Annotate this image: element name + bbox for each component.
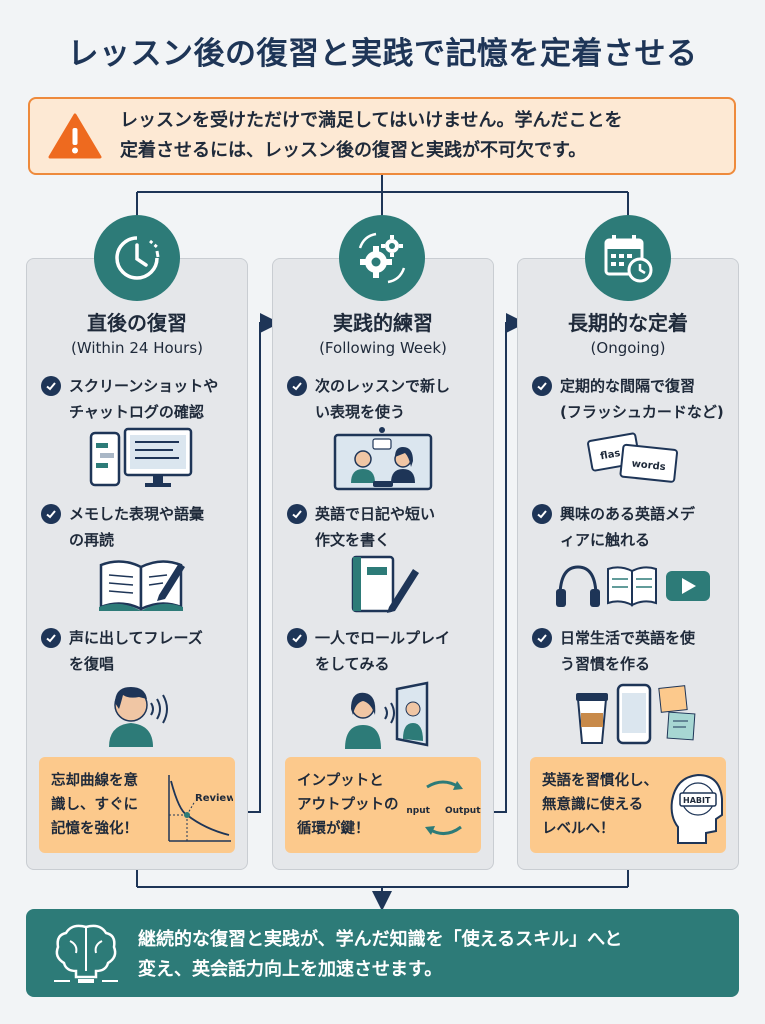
list-item: 日常生活で英語を使う習慣を作る bbox=[532, 625, 732, 677]
column-subtitle: (Following Week) bbox=[319, 339, 447, 357]
notebook-pencil-icon bbox=[351, 555, 419, 613]
note-habit: 英語を習慣化し、 無意識に使える レベルへ！ HABIT bbox=[530, 757, 726, 853]
column-title: 直後の復習 bbox=[87, 311, 187, 335]
warning-triangle-icon bbox=[30, 112, 120, 160]
coffee-cup-icon bbox=[576, 693, 608, 744]
calendar-clock-icon bbox=[585, 215, 671, 301]
list-item: 一人でロールプレイをしてみる bbox=[287, 625, 487, 677]
cycle-label-input: Input bbox=[407, 806, 431, 816]
check-icon bbox=[41, 504, 61, 524]
brain-lightbulb-icon bbox=[54, 924, 118, 983]
smartphone-icon bbox=[616, 683, 652, 745]
warning-box: レッスンを受けただけで満足してはいけません。学んだことを 定着させるには、レッス… bbox=[28, 97, 736, 175]
warning-line-1: レッスンを受けただけで満足してはいけません。学んだことを bbox=[120, 110, 623, 131]
warning-text: レッスンを受けただけで満足してはいけません。学んだことを 定着させるには、レッス… bbox=[120, 106, 623, 166]
list-item: 次のレッスンで新しい表現を使う bbox=[287, 373, 487, 425]
flashcard-word-1: flas bbox=[600, 448, 622, 462]
note-input-output: インプットと アウトプットの 循環が鍵！ Input Output bbox=[285, 757, 481, 853]
clock-icon bbox=[94, 215, 180, 301]
daily-items-icon bbox=[576, 683, 696, 745]
list-item: 英語で日記や短い作文を書く bbox=[287, 501, 487, 553]
list-item: 興味のある英語メディアに触れる bbox=[532, 501, 732, 553]
note-forgetting-curve: 忘却曲線を意 識し、すぐに 記憶を強化！ Review bbox=[39, 757, 235, 853]
check-icon bbox=[532, 376, 552, 396]
page-title: レッスン後の復習と実践で記憶を定着させる bbox=[67, 36, 698, 72]
flashcards-icon: flas words bbox=[587, 432, 679, 483]
column-immediate-review: 直後の復習 (Within 24 Hours) スクリーンショットやチャットログ… bbox=[26, 258, 248, 870]
column-subtitle: (Ongoing) bbox=[590, 339, 666, 357]
column-practical-practice: 実践的練習 (Following Week) 次のレッスンで新しい表現を使う 英… bbox=[272, 258, 494, 870]
check-icon bbox=[532, 628, 552, 648]
mirror-roleplay-icon bbox=[345, 681, 429, 749]
video-call-icon bbox=[333, 427, 433, 491]
check-icon bbox=[41, 376, 61, 396]
check-icon bbox=[41, 628, 61, 648]
graph-label-review: Review bbox=[195, 793, 233, 804]
banner-line-1: 継続的な復習と実践が、学んだ知識を「使えるスキル」へと bbox=[138, 929, 623, 950]
cycle-label-output: Output bbox=[445, 806, 481, 816]
list-item: メモした表現や語彙の再読 bbox=[41, 501, 241, 553]
summary-banner: 継続的な復習と実践が、学んだ知識を「使えるスキル」へと 変え、英会話力向上を加速… bbox=[26, 909, 739, 997]
column-title: 実践的練習 bbox=[333, 311, 433, 335]
open-book-pen-icon bbox=[99, 560, 185, 612]
check-icon bbox=[287, 504, 307, 524]
column-subtitle: (Within 24 Hours) bbox=[70, 339, 203, 357]
flashcard-word-2: words bbox=[631, 459, 666, 474]
list-item: スクリーンショットやチャットログの確認 bbox=[41, 373, 241, 425]
column-title: 長期的な定着 bbox=[568, 311, 688, 335]
input-output-cycle-icon: Input Output bbox=[407, 780, 481, 835]
banner-line-2: 変え、英会話力向上を加速させます。 bbox=[138, 959, 443, 980]
media-icons bbox=[556, 565, 710, 607]
list-item: 定期的な間隔で復習(フラッシュカードなど) bbox=[532, 373, 732, 425]
check-icon bbox=[287, 628, 307, 648]
check-icon bbox=[287, 376, 307, 396]
forgetting-curve-graph-icon: Review bbox=[168, 775, 233, 842]
column-long-term: 長期的な定着 (Ongoing) 定期的な間隔で復習(フラッシュカードなど) f… bbox=[517, 258, 739, 870]
video-play-icon bbox=[666, 571, 710, 601]
sticky-notes-icon bbox=[658, 685, 696, 741]
speaking-person-icon bbox=[109, 687, 168, 747]
habit-head-icon: HABIT bbox=[670, 773, 723, 844]
book-icon bbox=[607, 566, 657, 607]
habit-label: HABIT bbox=[683, 796, 711, 805]
check-icon bbox=[532, 504, 552, 524]
gears-icon bbox=[339, 215, 425, 301]
list-item: 声に出してフレーズを復唱 bbox=[41, 625, 241, 677]
warning-line-2: 定着させるには、レッスン後の復習と実践が不可欠です。 bbox=[120, 140, 587, 161]
headphones-icon bbox=[556, 565, 600, 607]
phone-monitor-icon bbox=[89, 427, 193, 487]
